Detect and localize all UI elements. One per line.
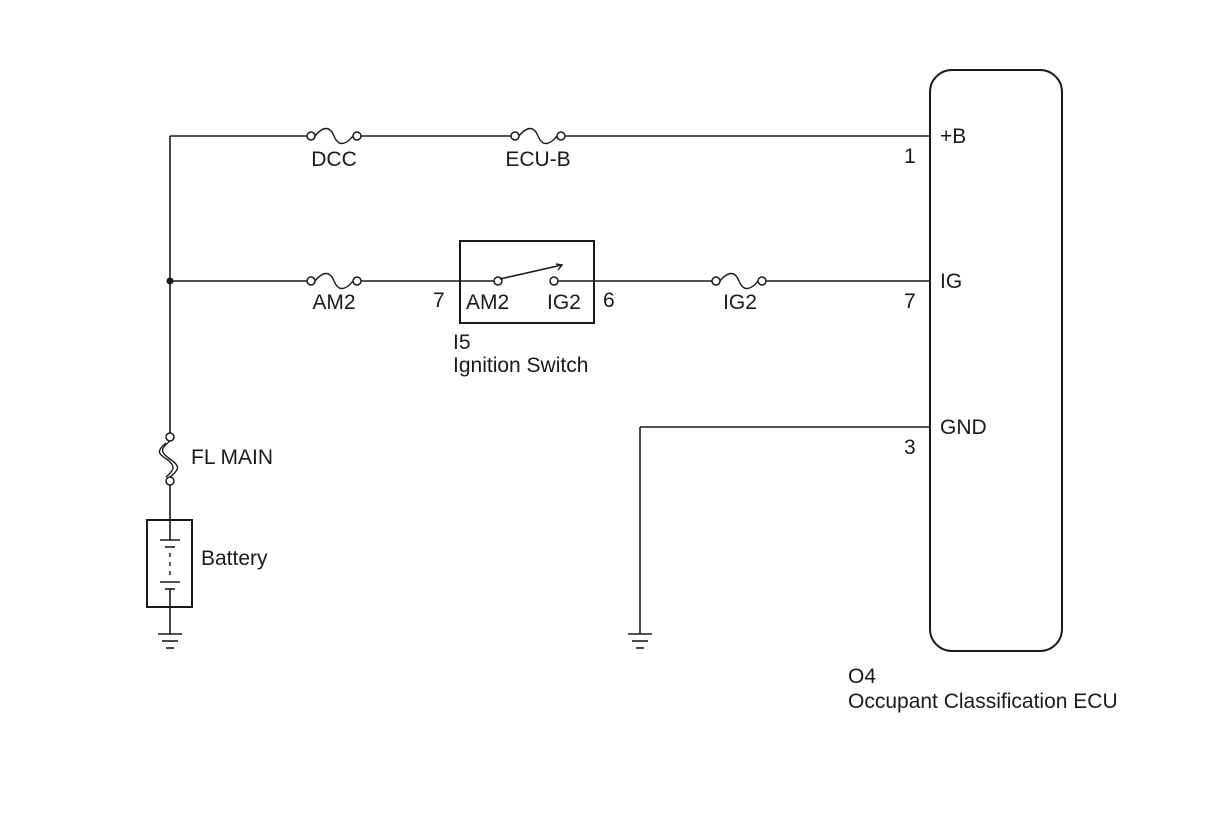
switch-code: I5 xyxy=(453,331,471,354)
fuse-dcc-label: DCC xyxy=(311,148,357,171)
battery-label: Battery xyxy=(201,547,268,570)
fuse-ig2-label: IG2 xyxy=(723,291,757,314)
ecu-code: O4 xyxy=(848,665,876,688)
ignition-switch: AM2 IG2 7 6 I5 Ignition Switch xyxy=(433,240,615,377)
ground-symbol-battery xyxy=(158,633,182,649)
ecu-pin-gnd: 3 xyxy=(904,436,916,459)
gnd-line xyxy=(639,426,930,634)
fl-main-label: FL MAIN xyxy=(191,446,273,469)
switch-name: Ignition Switch xyxy=(453,354,588,377)
fuse-ecu-b-label: ECU-B xyxy=(505,148,570,171)
ground-symbol-ecu xyxy=(628,633,652,649)
ecu-block: +B 1 IG 7 GND 3 O4 Occupant Classificati… xyxy=(848,69,1118,713)
switch-am2-terminal-label: AM2 xyxy=(466,291,509,314)
battery: Battery xyxy=(146,519,268,608)
ecu-pin-ig: 7 xyxy=(904,290,916,313)
ecu-terminal-gnd-label: GND xyxy=(940,416,987,439)
fuse-dcc: DCC xyxy=(306,127,362,171)
fuse-ig2: IG2 xyxy=(711,272,767,314)
ecu-terminal-b-label: +B xyxy=(940,125,966,148)
switch-pin-am2: 7 xyxy=(433,289,445,312)
switch-ig2-terminal-label: IG2 xyxy=(547,291,581,314)
fuse-am2: AM2 xyxy=(306,272,362,314)
switch-pin-ig2: 6 xyxy=(603,289,615,312)
fuse-ecu-b: ECU-B xyxy=(505,127,571,171)
fusible-link-fl-main: FL MAIN xyxy=(158,432,273,486)
ecu-pin-b: 1 xyxy=(904,145,916,168)
fuse-am2-label: AM2 xyxy=(312,291,355,314)
ecu-terminal-ig-label: IG xyxy=(940,270,962,293)
ecu-name: Occupant Classification ECU xyxy=(848,690,1118,713)
